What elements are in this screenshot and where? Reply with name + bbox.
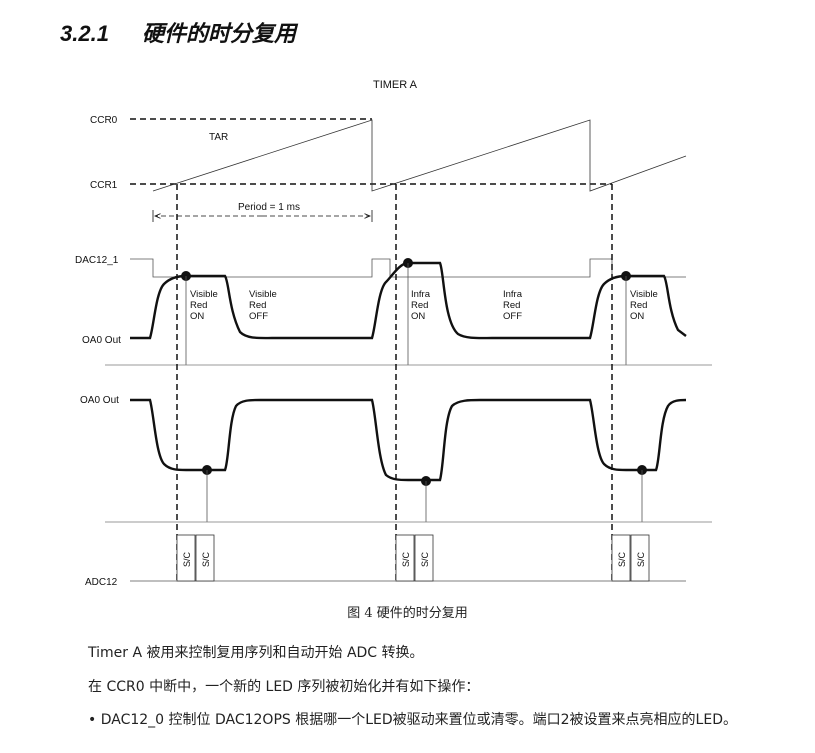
dac12-1-waveform	[130, 258, 686, 278]
ccr1-label: CCR1	[90, 180, 118, 191]
state-label: OFF	[249, 311, 268, 322]
dac12-1-label: DAC12_1	[75, 255, 119, 266]
sc-label: S/C	[636, 551, 646, 567]
section-number: 3.2.1	[60, 21, 109, 46]
state-label: Red	[630, 300, 647, 311]
tar-sawtooth	[152, 119, 687, 192]
tar-label: TAR	[209, 132, 228, 143]
state-label: Visible	[190, 289, 218, 300]
state-label: Infra	[411, 289, 431, 300]
timing-diagram: TIMER A CCR0 CCR1 TAR Period = 1 ms DAC1…	[75, 79, 712, 588]
period-label: Period = 1 ms	[238, 202, 300, 213]
state-label: Red	[249, 300, 266, 311]
state-label: Red	[190, 300, 207, 311]
oa0-out-upper-label: OA0 Out	[82, 335, 121, 346]
sc-label: S/C	[420, 551, 430, 567]
sc-label: S/C	[182, 551, 192, 567]
sc-pulse	[630, 534, 650, 582]
sc-pulse	[395, 534, 415, 582]
sc-pulse	[195, 534, 215, 582]
state-label: ON	[630, 311, 644, 322]
oa0-out-lower-waveform	[130, 398, 687, 482]
state-label: OFF	[503, 311, 522, 322]
ccr0-label: CCR0	[90, 115, 118, 126]
sc-pulse	[611, 534, 631, 582]
sc-label: S/C	[201, 551, 211, 567]
sc-pulse	[414, 534, 434, 582]
figure-caption: 图 4 硬件的时分复用	[347, 606, 468, 621]
paragraph: • DAC12_0 控制位 DAC12OPS 根据哪一个LED被驱动来置位或清零…	[88, 712, 737, 728]
state-label: Red	[411, 300, 428, 311]
oa0-out-lower-label: OA0 Out	[80, 395, 119, 406]
sc-pulse-group: S/C S/C S/C S/C S/C S/C	[176, 534, 650, 582]
state-label: Visible	[630, 289, 658, 300]
sc-label: S/C	[401, 551, 411, 567]
paragraph: Timer A 被用来控制复用序列和自动开始 ADC 转换。	[88, 645, 424, 661]
sc-pulse	[176, 534, 196, 582]
state-label: Red	[503, 300, 520, 311]
section-heading: 3.2.1 硬件的时分复用	[60, 16, 296, 48]
state-label: Visible	[249, 289, 277, 300]
adc12-label: ADC12	[85, 577, 118, 588]
paragraph: 在 CCR0 中断中，一个新的 LED 序列被初始化并有如下操作：	[88, 679, 480, 695]
sc-label: S/C	[617, 551, 627, 567]
section-title: 硬件的时分复用	[142, 21, 297, 46]
timer-title: TIMER A	[373, 79, 418, 91]
state-label: ON	[190, 311, 204, 322]
state-label: Infra	[503, 289, 523, 300]
state-label: ON	[411, 311, 425, 322]
